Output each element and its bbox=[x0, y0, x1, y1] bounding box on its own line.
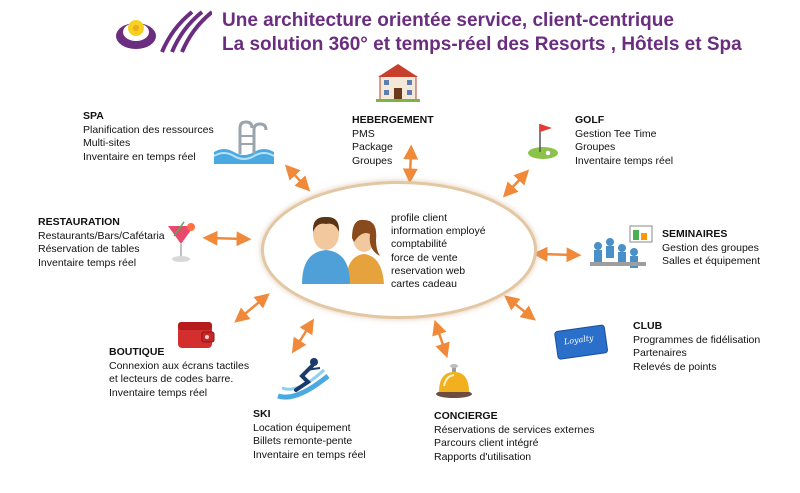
module-title: GOLF bbox=[575, 114, 605, 126]
module-item: Package bbox=[352, 141, 393, 154]
center-hub bbox=[261, 181, 537, 319]
module-ski: SKI Location équipement Billets remonte-… bbox=[253, 408, 366, 462]
meeting-icon bbox=[590, 225, 653, 268]
module-item: Réservation de tables bbox=[38, 243, 140, 256]
module-item: Gestion Tee Time bbox=[575, 127, 657, 140]
module-item: et lecteurs de codes barre. bbox=[109, 373, 234, 386]
arrow-ski bbox=[291, 318, 315, 354]
hotel-icon bbox=[376, 64, 420, 102]
arrow-spa bbox=[284, 164, 311, 192]
module-item: PMS bbox=[352, 127, 375, 140]
users-icon bbox=[302, 216, 384, 284]
company-logo bbox=[116, 10, 212, 53]
module-item: Groupes bbox=[352, 154, 393, 167]
center-item: profile client bbox=[391, 212, 448, 224]
module-item: Gestion des groupes bbox=[662, 241, 759, 254]
center-list: profile client information employé compt… bbox=[391, 212, 486, 291]
module-boutique: BOUTIQUE Connexion aux écrans tactiles e… bbox=[109, 346, 249, 400]
page-subtitle: La solution 360° et temps-réel des Resor… bbox=[222, 34, 742, 55]
pool-ladder-icon bbox=[214, 120, 274, 164]
arrow-hebergement bbox=[402, 144, 419, 184]
module-title: RESTAURATION bbox=[38, 216, 120, 228]
skier-icon bbox=[277, 358, 330, 400]
module-item: Inventaire temps réel bbox=[38, 256, 137, 269]
center-item: reservation web bbox=[391, 264, 466, 277]
module-title: SKI bbox=[253, 408, 271, 420]
module-item: Programmes de fidélisation bbox=[633, 333, 761, 346]
module-spa: SPA Planification des ressources Multi-s… bbox=[83, 110, 214, 164]
module-item: Relevés de points bbox=[633, 360, 717, 373]
center-item: cartes cadeau bbox=[391, 278, 457, 291]
module-item: Salles et équipement bbox=[662, 255, 761, 268]
module-title: CLUB bbox=[633, 320, 663, 332]
module-item: Réservations de services externes bbox=[434, 423, 595, 436]
module-item: Inventaire temps réel bbox=[575, 154, 674, 167]
arrow-seminaires bbox=[532, 246, 582, 263]
module-item: Groupes bbox=[575, 141, 616, 154]
loyalty-card-icon: Loyalty bbox=[554, 324, 608, 360]
module-item: Partenaires bbox=[633, 347, 687, 360]
center-item: comptabilité bbox=[391, 238, 448, 251]
cocktail-icon bbox=[168, 221, 195, 262]
module-item: Connexion aux écrans tactiles bbox=[109, 359, 250, 372]
module-hebergement: HEBERGEMENT PMS Package Groupes bbox=[352, 114, 434, 168]
module-club: CLUB Programmes de fidélisation Partenai… bbox=[633, 320, 760, 374]
module-item: Inventaire en temps réel bbox=[83, 150, 196, 163]
module-title: BOUTIQUE bbox=[109, 346, 165, 358]
center-item: information employé bbox=[391, 225, 486, 238]
module-seminaires: SEMINAIRES Gestion des groupes Salles et… bbox=[662, 228, 760, 269]
module-item: Inventaire temps réel bbox=[109, 386, 208, 399]
module-title: CONCIERGE bbox=[434, 410, 498, 422]
module-item: Inventaire en temps réel bbox=[253, 448, 366, 461]
module-golf: GOLF Gestion Tee Time Groupes Inventaire… bbox=[575, 114, 673, 168]
arrow-golf bbox=[502, 169, 530, 198]
center-item: force de vente bbox=[391, 251, 458, 264]
arrow-concierge bbox=[432, 319, 450, 359]
module-title: HEBERGEMENT bbox=[352, 114, 434, 126]
module-title: SPA bbox=[83, 110, 104, 122]
arrow-restauration bbox=[202, 230, 252, 247]
module-item: Planification des ressources bbox=[83, 123, 214, 136]
module-item: Parcours client intégré bbox=[434, 437, 539, 450]
arrow-boutique bbox=[234, 293, 270, 323]
service-bell-icon bbox=[436, 364, 472, 398]
golf-flag-icon bbox=[528, 124, 558, 159]
page-title: Une architecture orientée service, clien… bbox=[222, 10, 674, 31]
module-item: Billets remonte-pente bbox=[253, 435, 353, 448]
arrow-club bbox=[504, 295, 536, 321]
module-item: Location équipement bbox=[253, 421, 351, 434]
module-item: Restaurants/Bars/Cafétaria bbox=[38, 229, 165, 242]
module-title: SEMINAIRES bbox=[662, 228, 728, 240]
module-restauration: RESTAURATION Restaurants/Bars/Cafétaria … bbox=[38, 216, 165, 270]
wallet-icon bbox=[178, 322, 215, 348]
module-item: Multi-sites bbox=[83, 137, 131, 150]
module-concierge: CONCIERGE Réservations de services exter… bbox=[434, 410, 595, 464]
module-item: Rapports d'utilisation bbox=[434, 450, 532, 463]
card-text: Loyalty bbox=[562, 333, 594, 346]
